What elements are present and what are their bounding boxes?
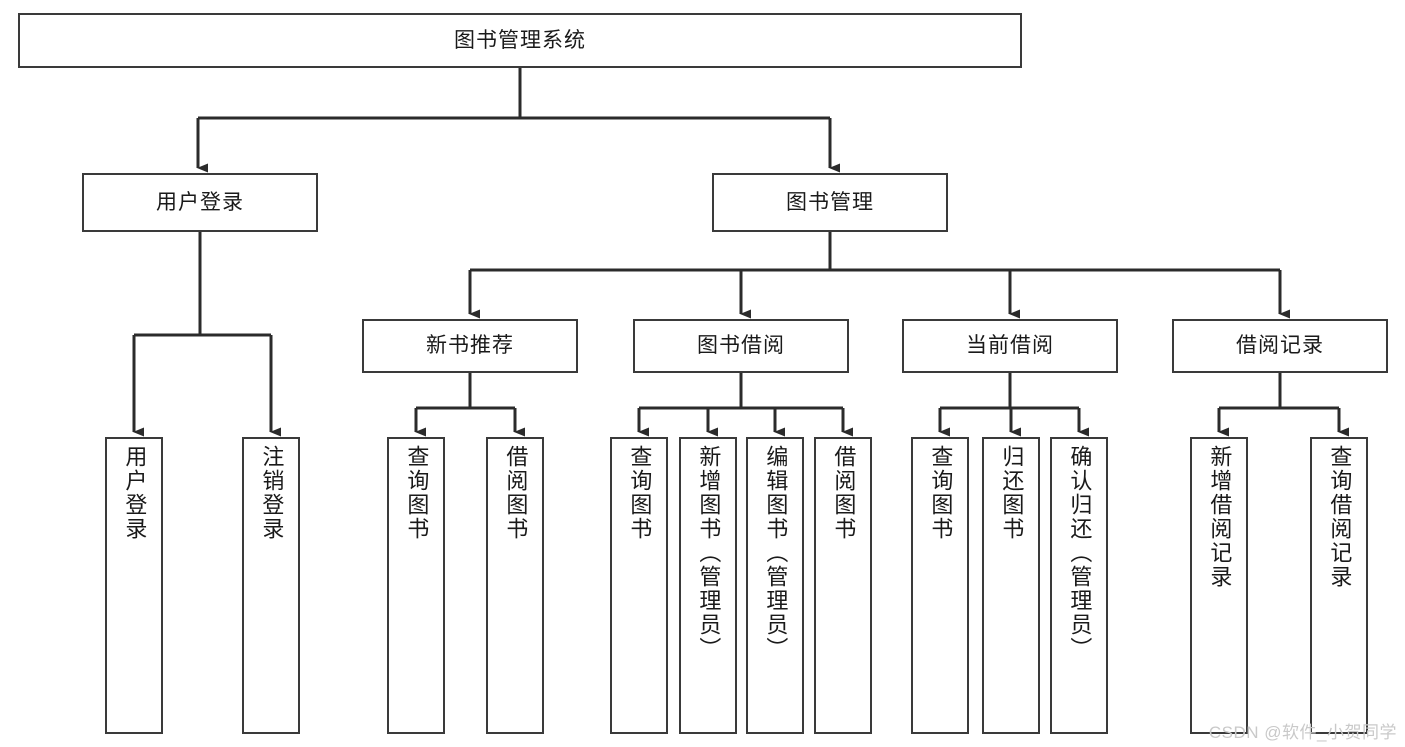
node-leaf-edit-book-label: 编辑图书（管理员） [763, 445, 789, 661]
node-user-login-label: 用户登录 [156, 190, 244, 214]
node-leaf-borrow-book-rec-label: 借阅图书 [503, 445, 529, 541]
node-leaf-add-book-label: 新增图书（管理员） [696, 445, 722, 661]
node-leaf-query-book-rec-label: 查询图书 [404, 445, 430, 541]
node-current-borrow[interactable]: 当前借阅 [902, 319, 1118, 373]
watermark-text: CSDN @软件_小贺同学 [1208, 723, 1397, 742]
node-book-manage[interactable]: 图书管理 [712, 173, 948, 232]
node-user-login[interactable]: 用户登录 [82, 173, 318, 232]
node-leaf-query-record-label: 查询借阅记录 [1327, 445, 1353, 589]
node-borrow-record[interactable]: 借阅记录 [1172, 319, 1388, 373]
node-leaf-query-record[interactable]: 查询借阅记录 [1310, 437, 1368, 734]
node-leaf-add-book[interactable]: 新增图书（管理员） [679, 437, 737, 734]
node-leaf-user-logout[interactable]: 注销登录 [242, 437, 300, 734]
node-leaf-query-book-cur-label: 查询图书 [928, 445, 954, 541]
node-book-borrow[interactable]: 图书借阅 [633, 319, 849, 373]
node-leaf-add-record[interactable]: 新增借阅记录 [1190, 437, 1248, 734]
node-leaf-query-book-borrow-label: 查询图书 [627, 445, 653, 541]
node-leaf-user-login-label: 用户登录 [122, 445, 148, 541]
node-leaf-user-login[interactable]: 用户登录 [105, 437, 163, 734]
node-root[interactable]: 图书管理系统 [18, 13, 1022, 68]
node-leaf-return-book-label: 归还图书 [999, 445, 1025, 541]
node-leaf-query-book-cur[interactable]: 查询图书 [911, 437, 969, 734]
node-leaf-borrow-book-label: 借阅图书 [831, 445, 857, 541]
node-leaf-return-book[interactable]: 归还图书 [982, 437, 1040, 734]
node-borrow-record-label: 借阅记录 [1236, 334, 1324, 358]
node-new-book-rec[interactable]: 新书推荐 [362, 319, 578, 373]
node-current-borrow-label: 当前借阅 [966, 334, 1054, 358]
node-leaf-add-record-label: 新增借阅记录 [1207, 445, 1233, 589]
node-leaf-query-book-rec[interactable]: 查询图书 [387, 437, 445, 734]
node-leaf-user-logout-label: 注销登录 [259, 445, 285, 541]
node-leaf-borrow-book[interactable]: 借阅图书 [814, 437, 872, 734]
node-book-manage-label: 图书管理 [786, 190, 874, 214]
node-leaf-edit-book[interactable]: 编辑图书（管理员） [746, 437, 804, 734]
node-leaf-query-book-borrow[interactable]: 查询图书 [610, 437, 668, 734]
node-leaf-borrow-book-rec[interactable]: 借阅图书 [486, 437, 544, 734]
node-new-book-rec-label: 新书推荐 [426, 334, 514, 358]
node-book-borrow-label: 图书借阅 [697, 334, 785, 358]
node-leaf-confirm-return-label: 确认归还（管理员） [1067, 445, 1093, 661]
node-root-label: 图书管理系统 [454, 28, 586, 52]
node-leaf-confirm-return[interactable]: 确认归还（管理员） [1050, 437, 1108, 734]
